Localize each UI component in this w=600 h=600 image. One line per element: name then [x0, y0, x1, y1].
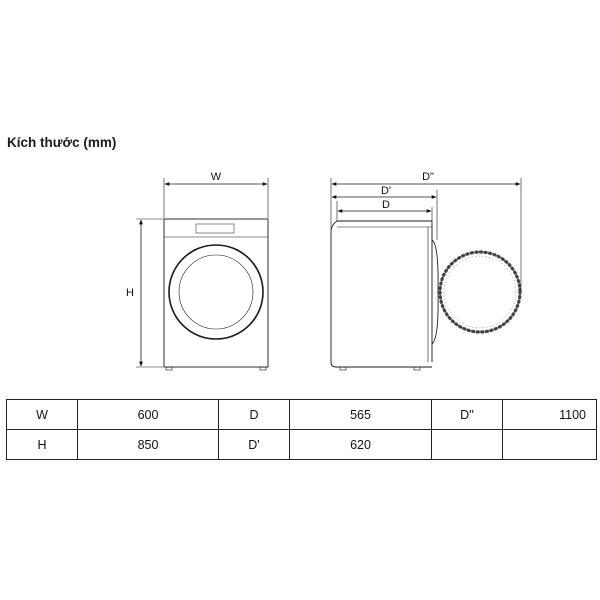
spec-value: 850 — [77, 429, 219, 460]
depth-prime-label: D' — [381, 185, 391, 197]
side-view — [330, 178, 522, 371]
height-label: H — [126, 287, 134, 299]
spec-value — [502, 429, 597, 460]
spec-label — [431, 429, 503, 460]
spec-label: D' — [218, 429, 290, 460]
front-view — [136, 178, 269, 371]
spec-value: 600 — [77, 399, 219, 430]
depth-label: D — [382, 199, 390, 211]
spec-label: H — [6, 429, 78, 460]
specs-table: W 600 D 565 D'' 1100 H 850 D' 620 — [6, 399, 597, 460]
spec-value: 565 — [289, 399, 432, 430]
table-row: W 600 D 565 D'' 1100 — [6, 399, 597, 430]
table-row: H 850 D' 620 — [6, 429, 597, 460]
spec-label: W — [6, 399, 78, 430]
front-body — [163, 218, 269, 368]
front-door-outer — [168, 244, 264, 340]
dimension-diagram: W H D" D' D — [126, 171, 522, 371]
spec-value: 1100 — [502, 399, 597, 430]
width-label: W — [211, 171, 222, 183]
page-title: Kích thước (mm) — [7, 135, 117, 150]
spec-label: D — [218, 399, 290, 430]
spec-value: 620 — [289, 429, 432, 460]
depth-double-label: D" — [422, 171, 434, 183]
spec-label: D'' — [431, 399, 503, 430]
open-door-dotted-circle — [438, 250, 522, 334]
front-door-inner — [178, 254, 254, 330]
